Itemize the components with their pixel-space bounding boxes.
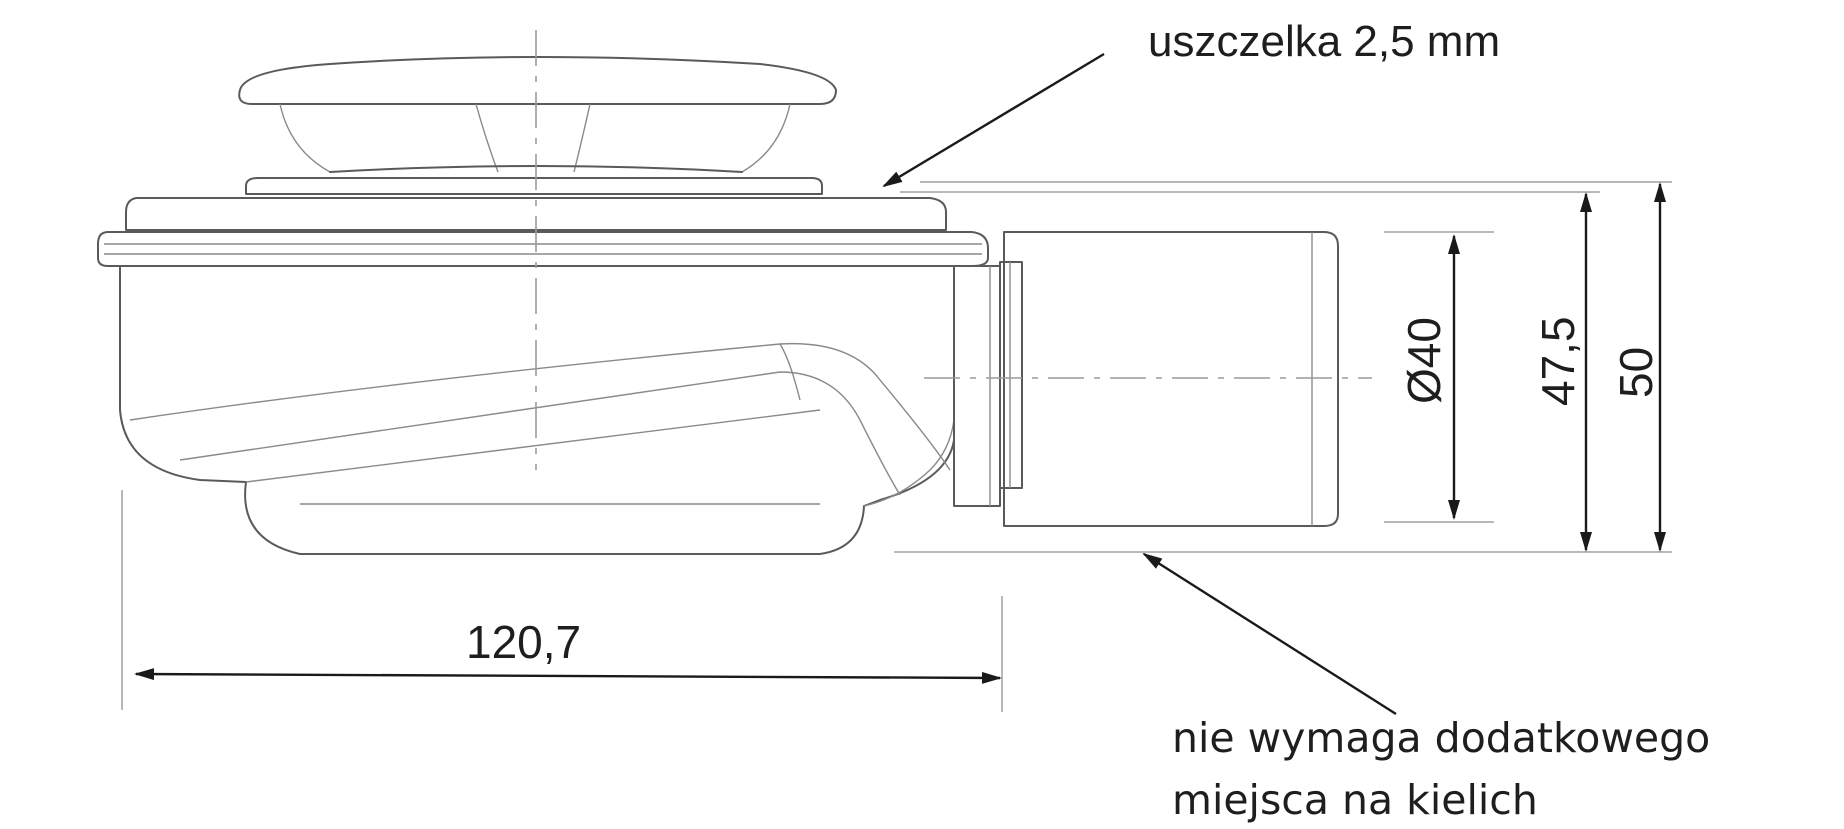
drain-body xyxy=(97,56,1339,555)
leader-arrows xyxy=(882,52,1397,716)
outlet-neck xyxy=(953,265,1001,507)
socket-note-line-2: miejsca na kielich xyxy=(1172,776,1538,824)
seal-note: uszczelka 2,5 mm xyxy=(1148,17,1500,66)
dimension-lines xyxy=(134,182,1666,684)
centerlines xyxy=(535,30,1372,470)
seal-leader-arrow xyxy=(882,52,1105,188)
outlet-nut xyxy=(999,261,1023,489)
height-inner-dimension-label: 47,5 xyxy=(1532,316,1584,406)
drain-bowl xyxy=(119,265,955,555)
outlet-pipe xyxy=(1003,231,1339,527)
drain-cap xyxy=(238,56,837,105)
top-plate xyxy=(125,197,947,231)
flange xyxy=(97,231,989,267)
width-dimension-label: 120,7 xyxy=(466,616,581,668)
diameter-dimension-label: Ø40 xyxy=(1398,317,1450,404)
extension-lines xyxy=(121,181,1672,712)
height-total-dimension-label: 50 xyxy=(1610,347,1662,398)
cap-ring xyxy=(245,177,823,195)
socket-note-line-1: nie wymaga dodatkowego xyxy=(1172,714,1710,762)
socket-leader-arrow xyxy=(1142,552,1397,716)
width-dimension-line xyxy=(134,668,1002,684)
